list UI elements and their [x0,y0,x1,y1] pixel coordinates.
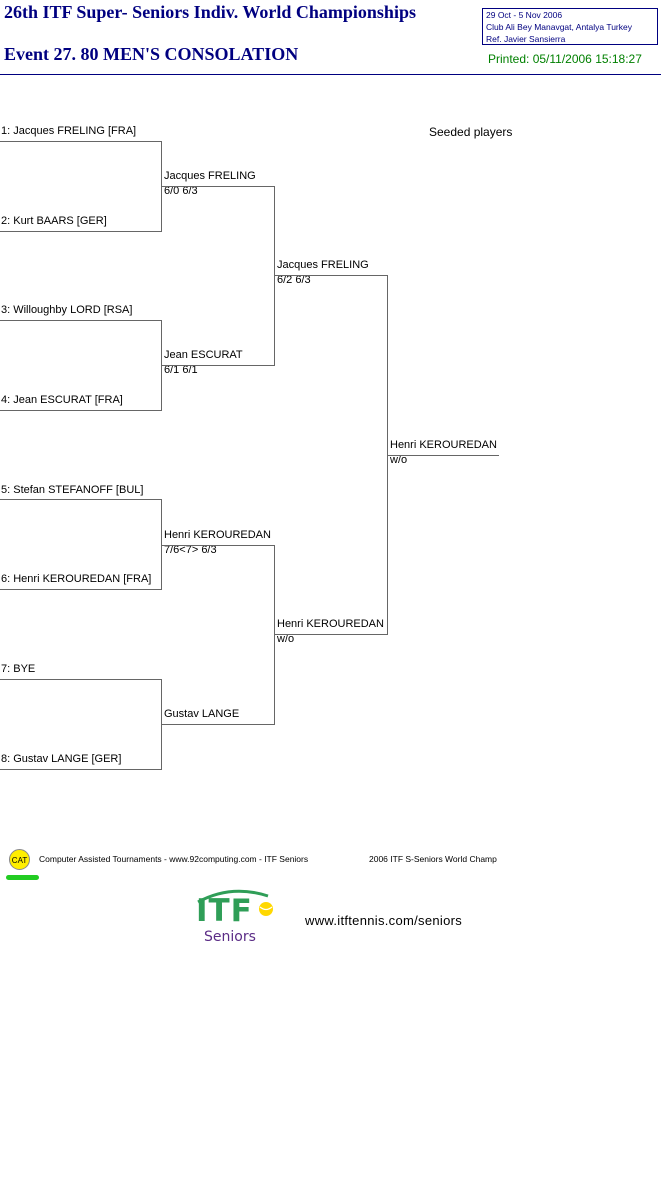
cat-logo-icon: CAT [9,849,30,870]
draw-entry-5: 5: Stefan STEFANOFF [BUL] [1,484,144,496]
bracket-line [387,275,388,635]
printed-timestamp: Printed: 05/11/2006 15:18:27 [488,52,642,66]
bracket-line [162,186,275,187]
semifinal-winner-2: Henri KEROUREDAN [277,618,384,630]
draw-entry-2: 2: Kurt BAARS [GER] [1,215,107,227]
draw-entry-3: 3: Willoughby LORD [RSA] [1,304,133,316]
round2-winner-3: Henri KEROUREDAN [164,529,271,541]
tournament-info-box: 29 Oct - 5 Nov 2006 Club Ali Bey Manavga… [482,8,658,45]
bracket-line [162,724,275,725]
cat-logo-underline [6,875,39,880]
bracket-line [0,231,162,232]
bracket-line [162,545,275,546]
footer-championship: 2006 ITF S-Seniors World Champ [369,854,497,864]
bracket-line [0,499,162,500]
bracket-line [161,499,162,590]
draw-entry-1: 1: Jacques FRELING [FRA] [1,125,137,137]
footer-credit: Computer Assisted Tournaments - www.92co… [39,854,309,864]
bracket-line [0,320,162,321]
tournament-referee: Ref. Javier Sansierra [486,34,566,44]
bracket-line [388,455,499,456]
itf-seniors-url: www.itftennis.com/seniors [305,913,463,928]
header-divider [0,74,661,75]
draw-entry-6: 6: Henri KEROUREDAN [FRA] [1,573,152,585]
bracket-line [275,634,388,635]
semifinal-score-1: 6/2 6/3 [277,274,311,286]
round2-score-1: 6/0 6/3 [164,185,198,197]
draw-entry-4: 4: Jean ESCURAT [FRA] [1,394,123,406]
round2-winner-4: Gustav LANGE [164,708,240,720]
bracket-line [161,320,162,411]
semifinal-score-2: w/o [277,633,295,645]
tournament-venue: Club Ali Bey Manavgat, Antalya Turkey [486,22,632,32]
event-title: Event 27. 80 MEN'S CONSOLATION [4,44,299,64]
bracket-line [162,365,275,366]
round2-winner-1: Jacques FRELING [164,170,256,182]
bracket-line [0,679,162,680]
seeded-players-label: Seeded players [429,125,513,139]
tournament-dates: 29 Oct - 5 Nov 2006 [486,10,563,20]
draw-entry-7: 7: BYE [1,663,36,675]
itf-logo-seniors: Seniors [204,929,256,945]
page-title: 26th ITF Super- Seniors Indiv. World Cha… [4,2,416,22]
champion-score: w/o [390,454,408,466]
itf-logo-arc-icon [197,889,273,916]
draw-entry-8: 8: Gustav LANGE [GER] [1,753,122,765]
bracket-line [275,275,388,276]
bracket-line [161,141,162,232]
round2-score-2: 6/1 6/1 [164,364,198,376]
bracket-line [0,410,162,411]
bracket-line [274,186,275,366]
bracket-line [0,769,162,770]
bracket-line [0,141,162,142]
bracket-line [0,589,162,590]
bracket-line [274,545,275,725]
semifinal-winner-1: Jacques FRELING [277,259,369,271]
itf-logo-text: ITF [196,893,253,929]
round2-score-3: 7/6<7> 6/3 [164,544,217,556]
bracket-line [161,679,162,770]
champion-name: Henri KEROUREDAN [390,439,497,451]
round2-winner-2: Jean ESCURAT [164,349,243,361]
